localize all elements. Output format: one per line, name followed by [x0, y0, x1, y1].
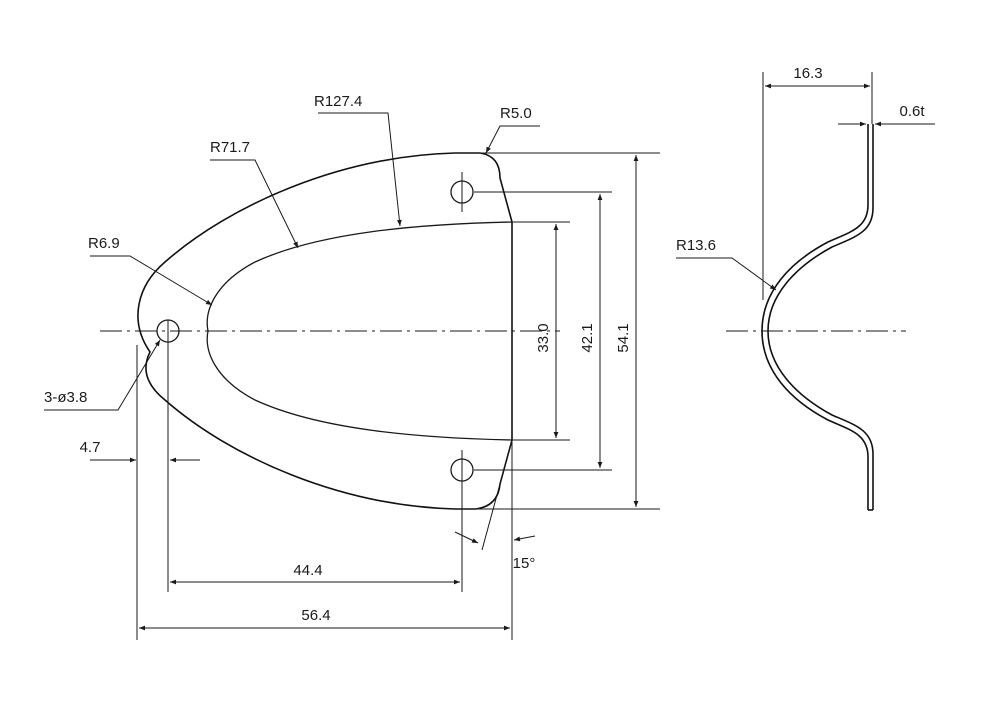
radius-outer-large: R127.4 — [314, 93, 362, 110]
leader-r6 — [90, 255, 213, 306]
radius-bottom: R13.6 — [676, 237, 716, 254]
leader-hole-spec — [44, 339, 161, 411]
hole-spec: 3-ø3.8 — [44, 389, 87, 406]
angle-edge: 15° — [513, 555, 536, 572]
dim-overall-length: 56.4 — [301, 607, 330, 624]
side-view: 16.3 0.6t R13.6 — [676, 65, 935, 511]
dim-hole-length: 44.4 — [293, 562, 322, 579]
radius-tip: R6.9 — [88, 235, 120, 252]
dim-thickness: 0.6t — [899, 103, 925, 120]
leader-r127 — [318, 112, 402, 227]
inner-opening — [206, 221, 513, 441]
dim-overall-width: 54.1 — [615, 323, 632, 352]
radius-corner: R5.0 — [500, 105, 532, 122]
angle-arrow-left — [454, 531, 479, 544]
dim-tip-offset: 4.7 — [80, 439, 101, 456]
angle-extension — [481, 439, 513, 551]
leader-r71 — [210, 159, 299, 249]
radius-outer: R71.7 — [210, 139, 250, 156]
dim-inner-width: 33.0 — [535, 323, 552, 352]
plan-view: 33.0 42.1 54.1 44.4 56.4 4.7 15° R127.4 — [44, 93, 660, 640]
dim-hole-spacing: 42.1 — [579, 323, 596, 352]
angle-arrow-right — [513, 535, 536, 542]
side-profile-outer — [761, 124, 869, 510]
leader-r13 — [676, 257, 777, 291]
side-profile-inner — [767, 124, 874, 510]
dim-depth: 16.3 — [793, 65, 822, 82]
outer-contour — [137, 152, 513, 510]
leader-r5 — [485, 125, 540, 154]
